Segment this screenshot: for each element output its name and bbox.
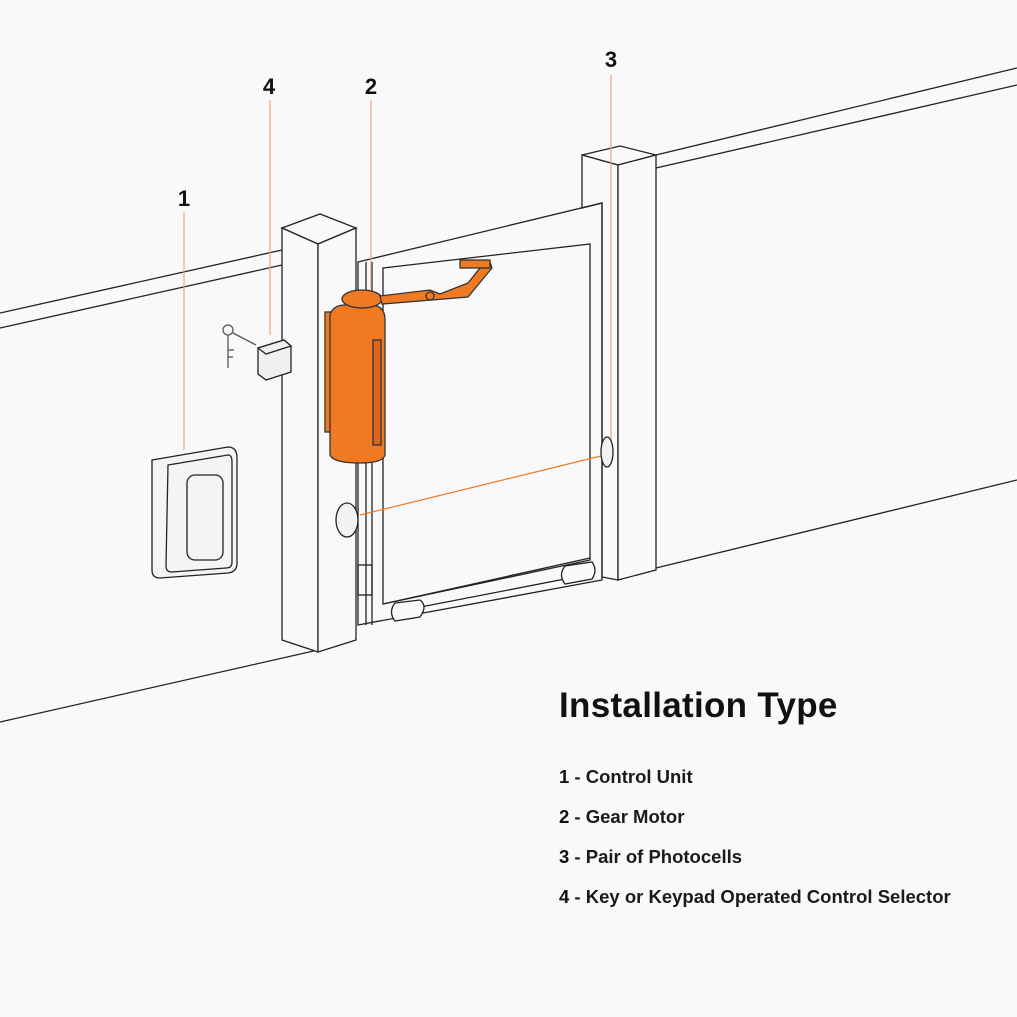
legend-number: 4 bbox=[559, 886, 570, 907]
leader-lines bbox=[183, 75, 612, 450]
photocell-beam bbox=[359, 454, 606, 516]
legend-separator: - bbox=[569, 806, 586, 827]
legend-number: 2 bbox=[559, 806, 570, 827]
legend-list: 1 - Control Unit 2 - Gear Motor 3 - Pair… bbox=[559, 766, 951, 926]
callout-3: 3 bbox=[604, 47, 618, 72]
callout-2: 2 bbox=[364, 74, 378, 99]
legend-number: 3 bbox=[559, 846, 570, 867]
legend-label: Gear Motor bbox=[585, 806, 685, 827]
photocell-right bbox=[600, 436, 614, 468]
legend-label: Control Unit bbox=[585, 766, 693, 787]
page-title: Installation Type bbox=[559, 686, 838, 725]
legend-label: Pair of Photocells bbox=[585, 846, 743, 867]
key-selector bbox=[256, 339, 293, 381]
legend-label: Key or Keypad Operated Control Selector bbox=[585, 886, 951, 907]
gear-motor bbox=[324, 259, 493, 464]
legend-item: 4 - Key or Keypad Operated Control Selec… bbox=[559, 886, 951, 926]
photocell-left bbox=[335, 502, 359, 538]
legend-separator: - bbox=[569, 846, 586, 867]
legend-number: 1 bbox=[559, 766, 570, 787]
legend-item: 1 - Control Unit bbox=[559, 766, 951, 806]
control-unit bbox=[151, 446, 238, 579]
right-wall bbox=[655, 67, 1017, 569]
callout-1: 1 bbox=[177, 186, 191, 211]
callout-4: 4 bbox=[262, 74, 276, 99]
legend-separator: - bbox=[569, 766, 586, 787]
legend-separator: - bbox=[569, 886, 586, 907]
legend-item: 3 - Pair of Photocells bbox=[559, 846, 951, 886]
legend-item: 2 - Gear Motor bbox=[559, 806, 951, 846]
left-wall bbox=[0, 249, 319, 723]
right-post bbox=[581, 145, 657, 581]
key-icon bbox=[222, 324, 257, 368]
